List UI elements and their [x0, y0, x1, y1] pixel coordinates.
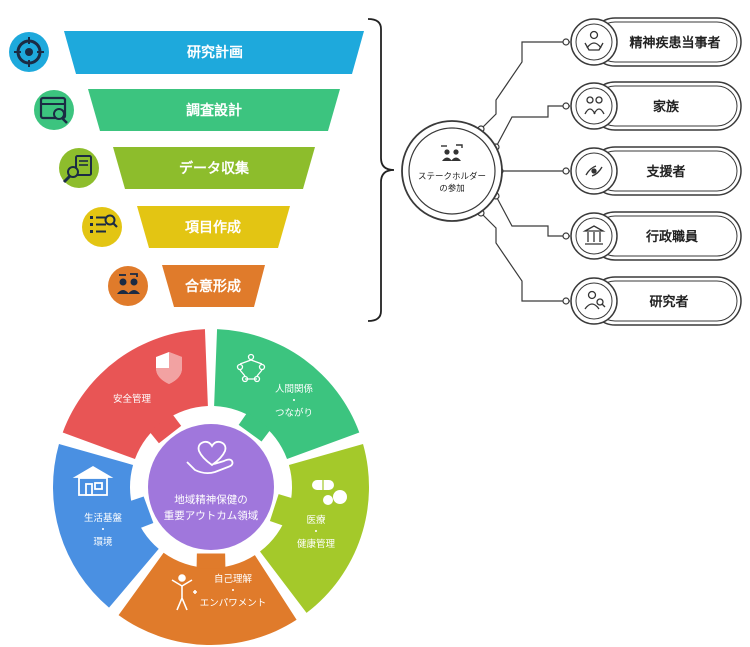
stakeholder-hub: ステークホルダー の参加: [401, 120, 503, 222]
segment-living-environment: 生活基盤 ・ 環境: [84, 512, 123, 548]
researcher-icon: [584, 290, 606, 310]
stakeholder-item-government: 行政職員: [570, 211, 742, 261]
segment-label-line1: 自己理解: [214, 573, 253, 585]
list-search-icon: [82, 207, 122, 247]
document-search-icon: [59, 148, 99, 188]
curly-brace: [367, 18, 395, 322]
person-care-icon: [584, 30, 604, 51]
funnel: 研究計画 調査設計 データ収集 項目作成 合意形成: [9, 31, 364, 307]
people-exchange-icon: [441, 144, 463, 161]
supporting-hands-icon: [585, 165, 603, 177]
segment-connector-tab: [238, 412, 271, 442]
shield-icon: [156, 352, 182, 384]
segment-relationships-shape: [214, 329, 360, 460]
funnel-step-item-creation: [137, 206, 290, 248]
stakeholder-map: ステークホルダー の参加 精神疾患当事者 家族: [401, 17, 742, 326]
heart-in-hand-icon: [186, 440, 234, 475]
segment-label-line1: 医療: [306, 514, 326, 526]
stakeholder-label: 研究者: [649, 294, 688, 310]
segment-connector-tab: [269, 494, 294, 526]
segment-relationships: 人間関係 ・ つながり: [275, 384, 314, 419]
funnel-step-label: 合意形成: [185, 278, 241, 295]
segment-connector-tab: [129, 496, 154, 529]
center-label-line2: 重要アウトカム領域: [164, 509, 259, 522]
stakeholder-label: 支援者: [645, 164, 685, 180]
segment-label-line3: エンパワメント: [200, 598, 267, 609]
segment-empowerment-shape: [118, 552, 297, 645]
segment-safety: 安全管理: [113, 393, 152, 405]
funnel-step-data-collection: [113, 147, 315, 189]
connector-lines: [480, 41, 570, 302]
segment-label-line2: ・: [228, 586, 238, 597]
segment-empowerment: 自己理解 ・ エンパワメント: [200, 573, 267, 609]
government-building-icon: [582, 225, 606, 245]
network-people-icon: [236, 353, 266, 383]
segment-label-line1: 人間関係: [275, 384, 314, 395]
funnel-step-label: 項目作成: [185, 219, 241, 236]
house-icon: [72, 465, 114, 496]
segment-connector-tab: [149, 413, 182, 444]
wheel-center: 地域精神保健の 重要アウトカム領域: [148, 424, 274, 550]
segment-label-line2: ・: [311, 527, 321, 538]
stakeholder-item-patient: 精神疾患当事者: [570, 17, 742, 67]
segment-label-line1: 安全管理: [113, 393, 152, 405]
people-exchange-icon: [108, 266, 148, 306]
target-icon: [9, 32, 49, 72]
center-label-line1: 地域精神保健の: [174, 493, 248, 506]
segment-label-line2: ・: [289, 396, 299, 407]
funnel-step-consensus: [162, 265, 265, 307]
pills-icon: [312, 480, 347, 505]
funnel-step-label: 研究計画: [187, 44, 243, 61]
segment-connector-tab: [196, 553, 226, 569]
stakeholder-label: 精神疾患当事者: [629, 35, 720, 51]
outcome-wheel: 人間関係 ・ つながり 医療 ・ 健康管理 自己理解 ・ エンパワメント 生活基…: [53, 329, 369, 645]
segment-label-line2: ・: [98, 525, 108, 536]
hub-label-line1: ステークホルダー: [418, 171, 486, 182]
stakeholder-label: 家族: [653, 99, 680, 115]
funnel-step-survey-design: [88, 89, 340, 131]
segment-label-line3: つながり: [275, 407, 313, 419]
family-icon: [584, 96, 605, 115]
stakeholder-label: 行政職員: [645, 229, 698, 245]
segment-label-line3: 健康管理: [297, 538, 336, 550]
empowerment-icon: [171, 574, 197, 611]
segment-medical: 医療 ・ 健康管理: [297, 514, 336, 550]
stakeholder-item-family: 家族: [570, 81, 742, 131]
browser-search-icon: [34, 90, 74, 130]
segment-label-line1: 生活基盤: [84, 512, 123, 524]
segment-medical-shape: [259, 443, 369, 613]
segment-label-line3: 環境: [93, 536, 113, 548]
hub-label-line2: の参加: [439, 183, 465, 194]
funnel-step-label: 調査設計: [186, 102, 242, 119]
stakeholder-item-supporter: 支援者: [570, 146, 742, 196]
funnel-step-research-plan: [64, 31, 364, 74]
stakeholder-item-researcher: 研究者: [570, 276, 742, 326]
funnel-step-label: データ収集: [179, 160, 250, 177]
